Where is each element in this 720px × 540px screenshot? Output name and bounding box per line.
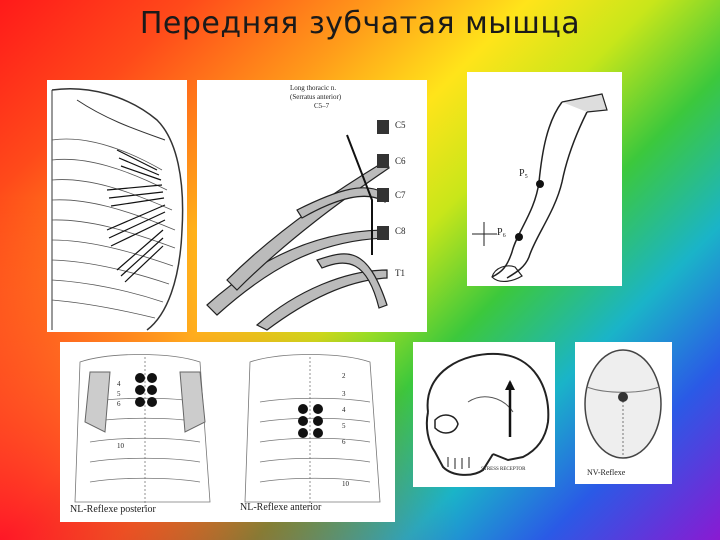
nv-reflexe-caption: NV-Reflexe bbox=[587, 468, 626, 477]
rib-number: 4 bbox=[342, 406, 346, 414]
skull-side-drawing bbox=[425, 352, 550, 476]
thorax-muscle-illustration bbox=[47, 80, 187, 332]
skull-top-illustration: NV-Reflexe bbox=[575, 342, 672, 484]
reflex-posterior-label: NL-Reflexe posterior bbox=[70, 504, 156, 515]
skull-side-illustration: STRESS RECEPTOR bbox=[413, 342, 555, 487]
rib-number: 6 bbox=[117, 400, 121, 408]
reflex-points-illustration: 4 5 6 10 2 3 4 5 6 10 NL-Reflexe posteri… bbox=[60, 342, 395, 522]
stress-receptor-caption: STRESS RECEPTOR bbox=[481, 467, 526, 472]
slide-title: Передняя зубчатая мышца bbox=[139, 6, 581, 41]
arm-drawing bbox=[472, 93, 608, 282]
rib-number: 2 bbox=[342, 372, 346, 380]
skull-top-drawing bbox=[584, 349, 662, 459]
reflex-anterior-label: NL-Reflexe anterior bbox=[240, 502, 322, 513]
root-label-c6: C6 bbox=[395, 156, 406, 166]
nerve-plexus-illustration: Long thoracic n. (Serratus anterior) C5–… bbox=[197, 80, 427, 332]
rib-number: 6 bbox=[342, 438, 346, 446]
root-label-t1: T1 bbox=[395, 268, 405, 278]
nerve-caption-line1: Long thoracic n. bbox=[290, 84, 337, 92]
thorax-drawing bbox=[51, 88, 184, 331]
root-label-c5: C5 bbox=[395, 120, 406, 130]
rib-number: 5 bbox=[117, 390, 121, 398]
rib-number: 3 bbox=[342, 390, 346, 398]
arm-point-label-p6: P₆ bbox=[497, 227, 507, 238]
plexus-drawing bbox=[206, 120, 390, 331]
rib-number: 4 bbox=[117, 380, 121, 388]
root-label-c8: C8 bbox=[395, 226, 406, 236]
rib-number: 5 bbox=[342, 422, 346, 430]
arm-point-label-p5: P₅ bbox=[519, 168, 529, 179]
rib-number: 10 bbox=[342, 480, 349, 488]
root-label-c7: C7 bbox=[395, 190, 406, 200]
rib-number: 10 bbox=[117, 442, 124, 450]
reflex-drawing bbox=[74, 354, 381, 507]
nerve-caption-line2: (Serratus anterior) bbox=[290, 93, 342, 101]
nerve-caption-line3: C5–7 bbox=[314, 102, 330, 110]
arm-points-illustration: P₅ P₆ bbox=[467, 72, 622, 286]
